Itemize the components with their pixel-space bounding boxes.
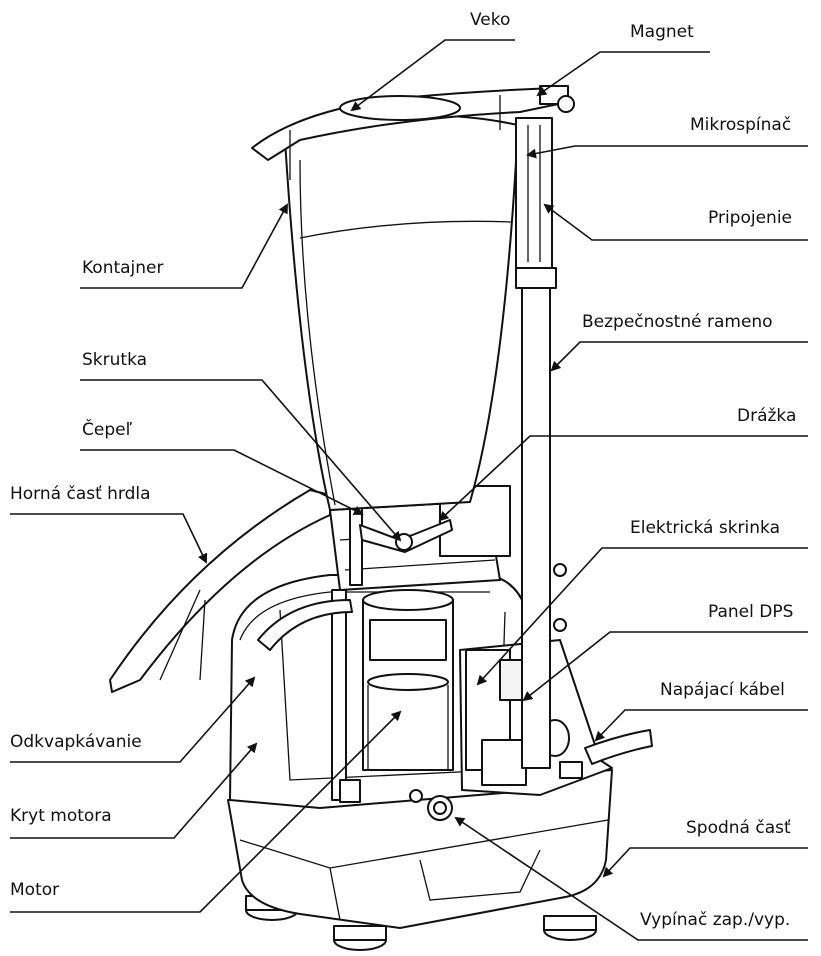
label-drazka: Drážka [737,406,797,426]
micro-switch [515,117,553,269]
label-odkvapkavanie: Odkvapkávanie [10,732,142,752]
container [284,114,519,511]
leader-lines [10,39,808,941]
label-panel-dps: Panel DPS [708,602,794,622]
label-bezpecnostne-rameno: Bezpečnostné rameno [582,312,773,332]
label-kontajner: Kontajner [82,258,164,278]
drip-channel [257,599,353,651]
label-napajaci-kabel: Napájací kábel [660,680,785,700]
safety-arm [521,287,551,769]
lid [251,87,569,161]
label-motor: Motor [10,880,60,900]
label-elektricka-skrinka: Elektrická skrinka [630,518,781,538]
label-cepel: Čepeľ [82,420,132,440]
label-mikrospinac: Mikrospínač [690,115,792,135]
label-magnet: Magnet [630,22,694,42]
label-kryt-motora: Kryt motora [10,806,112,826]
blender-body [10,39,808,951]
label-skrutka: Skrutka [82,350,148,370]
label-veko: Veko [470,10,511,30]
label-vypinac: Vypínač zap./vyp. [640,910,791,930]
label-pripojenie: Pripojenie [708,208,792,228]
label-spodna-cast: Spodná časť [686,818,791,838]
power-cable [584,729,653,765]
screw [395,533,413,551]
label-horna-cast-hrdla: Horná časť hrdla [10,484,151,504]
